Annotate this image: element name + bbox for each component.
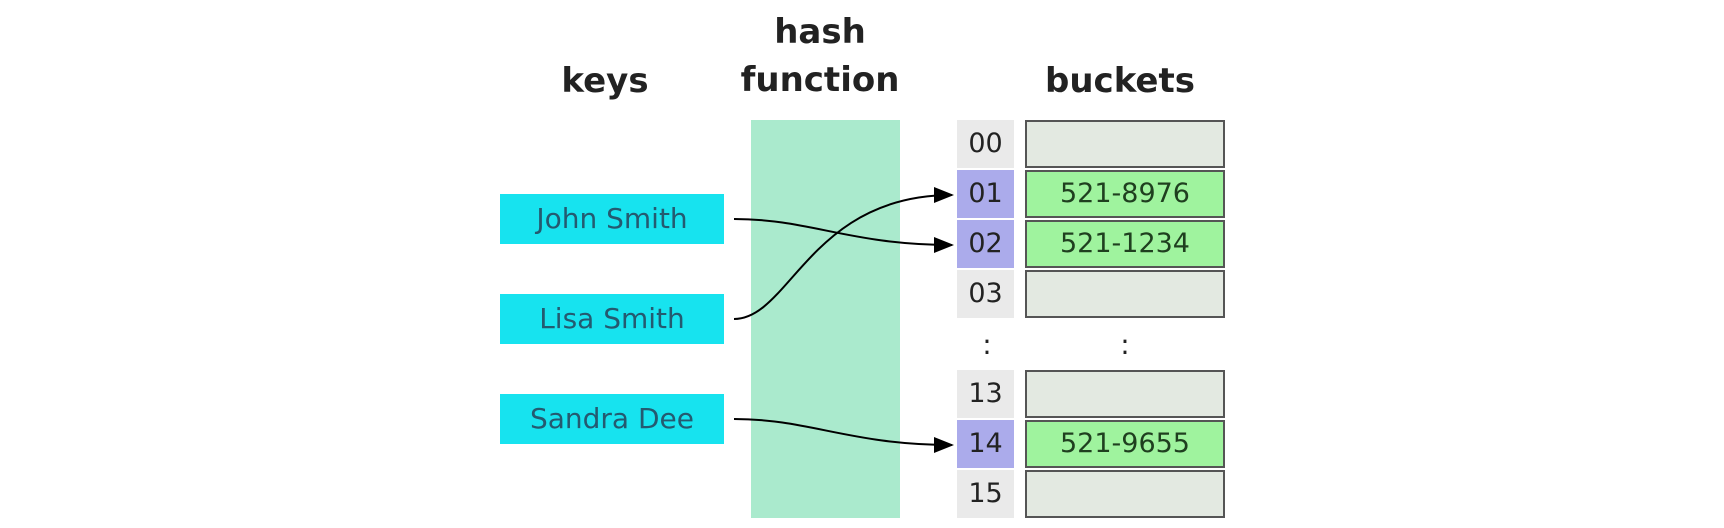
- hash-heading-line2: function: [740, 60, 900, 100]
- bucket-slot-14: 521-9655: [1025, 420, 1225, 468]
- arrow-lisa-smith-to-01: [733, 187, 954, 320]
- slot-ellipsis: :: [1120, 328, 1130, 361]
- bucket-slot-02: 521-1234: [1025, 220, 1225, 268]
- bucket-slot-15: [1025, 470, 1225, 518]
- bucket-index-15: 15: [957, 470, 1014, 518]
- hash-heading-line1: hash: [774, 12, 866, 52]
- arrow-sandra-dee-to-14: [733, 418, 954, 453]
- key-box-sandra-dee: Sandra Dee: [500, 394, 724, 444]
- bucket-slot-01: 521-8976: [1025, 170, 1225, 218]
- bucket-index-01: 01: [957, 170, 1014, 218]
- buckets-heading-text: buckets: [1045, 61, 1195, 101]
- hash-function-band: [751, 120, 900, 518]
- bucket-index-02: 02: [957, 220, 1014, 268]
- arrow-john-smith-to-02: [733, 218, 954, 253]
- hash-function-heading: hash function: [720, 8, 920, 104]
- bucket-index-14: 14: [957, 420, 1014, 468]
- bucket-slot-13: [1025, 370, 1225, 418]
- keys-heading: keys: [520, 57, 690, 105]
- keys-heading-text: keys: [561, 61, 649, 101]
- index-ellipsis: :: [982, 328, 992, 361]
- bucket-index-00: 00: [957, 120, 1014, 168]
- bucket-index-03: 03: [957, 270, 1014, 318]
- buckets-heading: buckets: [1020, 57, 1220, 105]
- bucket-index-13: 13: [957, 370, 1014, 418]
- bucket-slot-03: [1025, 270, 1225, 318]
- key-box-john-smith: John Smith: [500, 194, 724, 244]
- key-box-lisa-smith: Lisa Smith: [500, 294, 724, 344]
- bucket-slot-00: [1025, 120, 1225, 168]
